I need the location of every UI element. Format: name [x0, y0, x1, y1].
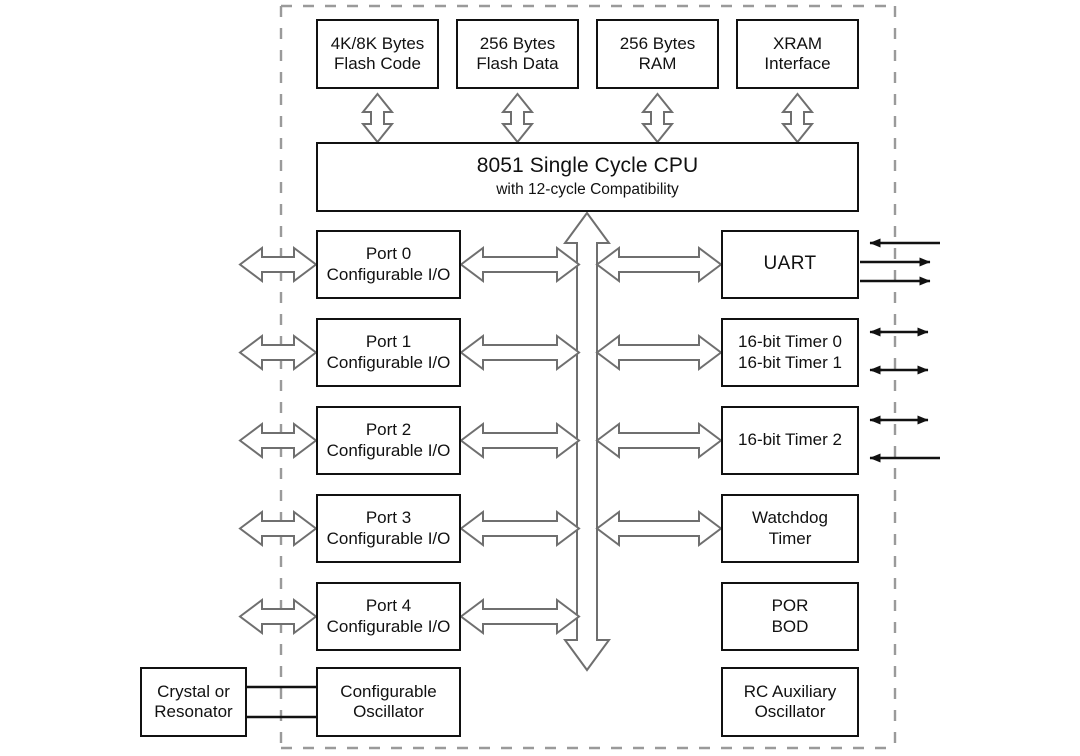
block-port-2[interactable]: Port 2 Configurable I/O: [316, 406, 461, 475]
block-port-2-line1: Port 2: [365, 420, 412, 440]
block-xram-interface[interactable]: XRAM Interface: [736, 19, 859, 89]
block-ram[interactable]: 256 Bytes RAM: [596, 19, 719, 89]
block-xram-line2: Interface: [764, 54, 831, 73]
block-port-0-line2: Configurable I/O: [326, 264, 451, 284]
block-watchdog-line1: Watchdog: [752, 508, 828, 528]
block-por-label: POR: [771, 596, 809, 616]
block-uart-line1: UART: [763, 253, 817, 275]
block-port-0-line1: Port 0: [365, 244, 412, 264]
block-flash-code-line1: 4K/8K Bytes: [330, 33, 425, 53]
block-port-3-line2: Configurable I/O: [326, 528, 451, 548]
block-flash-data[interactable]: 256 Bytes Flash Data: [456, 19, 579, 89]
external-port-arrows: [238, 246, 318, 635]
block-xram-line1: XRAM: [772, 33, 823, 53]
block-config-osc-line2: Oscillator: [353, 702, 424, 721]
block-cpu-line2: with 12-cycle Compatibility: [496, 181, 679, 199]
block-crystal-line1: Crystal or: [157, 681, 230, 701]
block-cpu[interactable]: 8051 Single Cycle CPU with 12-cycle Comp…: [316, 142, 859, 212]
block-uart[interactable]: UART: [721, 230, 859, 299]
block-port-4-line2: Configurable I/O: [326, 616, 451, 636]
port-bus-arrows: [459, 246, 581, 635]
timer2-external-signals: [869, 415, 940, 463]
block-ram-line2: RAM: [638, 54, 677, 73]
block-port-4[interactable]: Port 4 Configurable I/O: [316, 582, 461, 651]
block-timer-0-label: 16-bit Timer 0: [738, 332, 842, 352]
block-timer-2-label: 16-bit Timer 2: [738, 430, 842, 450]
block-flash-data-line1: 256 Bytes: [479, 33, 556, 53]
block-port-0[interactable]: Port 0 Configurable I/O: [316, 230, 461, 299]
uart-external-signals: [860, 238, 940, 286]
peripheral-bus-arrows: [595, 246, 723, 547]
block-port-4-line1: Port 4: [365, 596, 412, 616]
block-rc-osc-line2: Oscillator: [754, 702, 826, 721]
block-watchdog-line2: Timer: [768, 528, 812, 548]
block-port-1-line1: Port 1: [365, 332, 412, 352]
block-crystal-line2: Resonator: [154, 702, 233, 721]
block-rc-osc-line1: RC Auxiliary: [743, 681, 837, 701]
block-configurable-oscillator[interactable]: Configurable Oscillator: [316, 667, 461, 737]
crystal-oscillator-wires: [247, 685, 316, 719]
block-timer-0-1[interactable]: 16-bit Timer 0 16-bit Timer 1: [721, 318, 859, 387]
block-port-3[interactable]: Port 3 Configurable I/O: [316, 494, 461, 563]
block-bod-label: BOD: [771, 616, 809, 636]
block-flash-code-line2: Flash Code: [334, 54, 421, 73]
block-timer-2[interactable]: 16-bit Timer 2: [721, 406, 859, 475]
block-config-osc-line1: Configurable: [340, 681, 437, 701]
block-port-3-line1: Port 3: [365, 508, 412, 528]
block-cpu-line1: 8051 Single Cycle CPU: [476, 154, 699, 178]
block-flash-code[interactable]: 4K/8K Bytes Flash Code: [316, 19, 439, 89]
block-port-2-line2: Configurable I/O: [326, 440, 451, 460]
block-ram-line1: 256 Bytes: [619, 33, 696, 53]
internal-system-bus: [563, 211, 611, 672]
block-rc-auxiliary-oscillator[interactable]: RC Auxiliary Oscillator: [721, 667, 859, 737]
timer01-external-signals: [869, 327, 929, 375]
block-port-1-line2: Configurable I/O: [326, 352, 451, 372]
block-timer-1-label: 16-bit Timer 1: [738, 352, 842, 372]
block-watchdog-timer[interactable]: Watchdog Timer: [721, 494, 859, 563]
memory-bus-arrows: [360, 92, 815, 144]
block-por-bod[interactable]: POR BOD: [721, 582, 859, 651]
block-port-1[interactable]: Port 1 Configurable I/O: [316, 318, 461, 387]
block-flash-data-line2: Flash Data: [476, 54, 559, 73]
block-crystal-or-resonator[interactable]: Crystal or Resonator: [140, 667, 247, 737]
